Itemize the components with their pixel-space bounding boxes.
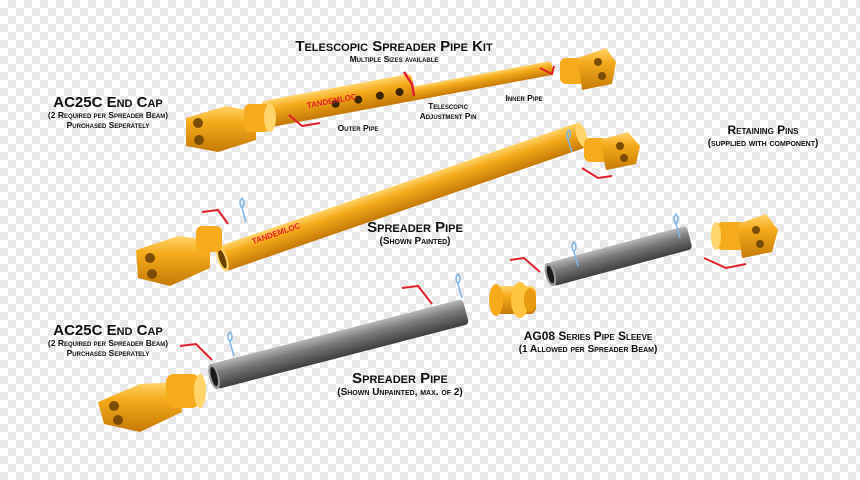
unpainted-pipe-label: Spreader Pipe (Shown Unpainted, max. of …	[300, 370, 500, 399]
telescopic-kit-assembly: TANDEMLOC	[186, 48, 616, 152]
retaining-clip	[455, 272, 463, 299]
retaining-clip	[571, 240, 579, 267]
end-cap-top-title: AC25C End Cap	[53, 94, 163, 111]
sleeve-label: AG08 Series Pipe Sleeve (1 Allowed per S…	[488, 329, 688, 355]
adjustment-pin	[402, 71, 416, 97]
retaining-clip	[239, 196, 247, 223]
end-cap-top-left	[186, 104, 276, 152]
unpainted-spreader-pipe-short	[544, 226, 692, 287]
end-cap-top-label: AC25C End Cap (2 Required per Spreader B…	[18, 94, 198, 131]
adjustment-pin-label: Telescopic Adjustment Pin	[408, 101, 488, 122]
painted-pipe-note: (Shown Painted)	[379, 236, 451, 248]
end-cap-middle-right	[584, 132, 640, 170]
pipe-sleeve	[489, 282, 536, 318]
end-cap-bottom-label: AC25C End Cap (2 Required per Spreader B…	[18, 322, 198, 359]
end-cap-bottom-left	[98, 374, 206, 432]
unpainted-pipe-note: (Shown Unpainted, max. of 2)	[337, 387, 463, 399]
retaining-clip	[227, 330, 235, 357]
unpainted-pipe-assembly	[98, 212, 778, 432]
retaining-pin	[703, 257, 747, 270]
end-cap-middle-left	[136, 226, 222, 286]
unpainted-pipe-title: Spreader Pipe	[352, 370, 448, 387]
end-cap-bottom-right	[711, 214, 778, 258]
retaining-pin	[179, 342, 213, 361]
retaining-clip	[673, 212, 681, 239]
kit-subtitle: Multiple Sizes available	[349, 54, 439, 65]
retaining-pin	[201, 208, 229, 225]
unpainted-spreader-pipe-long	[208, 299, 469, 390]
painted-spreader-pipe	[216, 122, 588, 272]
end-cap-bottom-title: AC25C End Cap	[53, 322, 163, 339]
end-cap-top-right	[560, 48, 616, 90]
retaining-pin	[509, 256, 541, 273]
retaining-pin	[539, 65, 555, 76]
retaining-pins-note: (supplied with component)	[707, 137, 819, 149]
outer-pipe-label: Outer Pipe	[337, 123, 379, 133]
painted-pipe-label: Spreader Pipe (Shown Painted)	[340, 219, 490, 248]
kit-title: Telescopic Spreader Pipe Kit	[295, 38, 493, 55]
retaining-pins-title: Retaining Pins	[727, 123, 799, 137]
painted-pipe-title: Spreader Pipe	[367, 219, 463, 236]
end-cap-bottom-note-2: Purchased Seperately	[66, 348, 150, 359]
retaining-clip	[565, 128, 573, 153]
retaining-pins-label: Retaining Pins (supplied with component)	[678, 123, 848, 149]
inner-pipe-label: Inner Pipe	[505, 93, 543, 103]
sleeve-title: AG08 Series Pipe Sleeve	[523, 329, 653, 343]
end-cap-top-note-2: Purchased Seperately	[66, 120, 150, 131]
retaining-pin	[581, 167, 613, 180]
retaining-pin	[401, 284, 433, 305]
adjustment-pin-label-line-1: Telescopic	[428, 101, 468, 111]
kit-label: Telescopic Spreader Pipe Kit Multiple Si…	[262, 38, 526, 65]
end-cap-top-note-1: (2 Required per Spreader Beam)	[47, 110, 169, 121]
retaining-pin	[288, 114, 321, 128]
painted-pipe-assembly: TANDEMLOC	[136, 122, 640, 286]
adjustment-pin-label-line-2: Adjustment Pin	[419, 110, 477, 121]
end-cap-bottom-note-1: (2 Required per Spreader Beam)	[47, 338, 169, 349]
sleeve-note: (1 Allowed per Spreader Beam)	[518, 343, 658, 355]
